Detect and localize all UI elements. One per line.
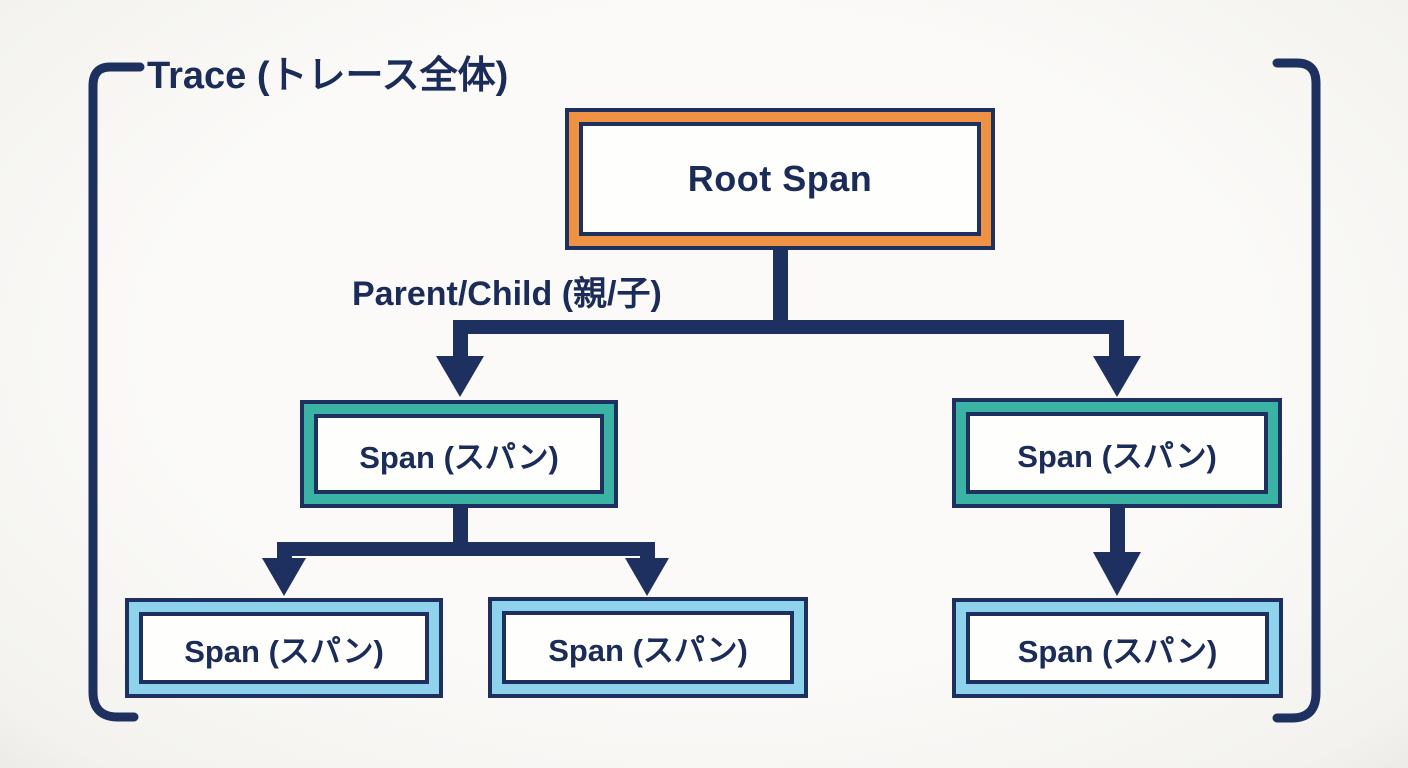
node-span-child-right-label: Span (スパン) [966, 612, 1269, 684]
node-span-right: Span (スパン) [952, 398, 1282, 508]
node-span-right-label: Span (スパン) [966, 412, 1268, 494]
left-drop-line [453, 320, 468, 362]
arrowhead-down-icon [436, 356, 484, 397]
arrowhead-down-icon [262, 558, 306, 596]
diagram-title: Trace (トレース全体) [147, 55, 509, 97]
node-span-child-right: Span (スパン) [952, 598, 1283, 698]
root-stem-line [773, 248, 788, 330]
node-root-span: Root Span [565, 108, 995, 250]
node-span-child-left: Span (スパン) [125, 598, 443, 698]
left-bracket [88, 62, 145, 722]
parent-child-label: Parent/Child (親/子) [352, 275, 662, 313]
arrowhead-down-icon [1093, 356, 1141, 397]
spanright-stem-line [1110, 506, 1125, 558]
arrowhead-down-icon [625, 558, 669, 596]
spanleft-horizontal-line [277, 542, 655, 556]
arrowhead-down-icon [1093, 552, 1141, 596]
node-span-child-left-label: Span (スパン) [139, 612, 429, 684]
spanleft-stem-line [453, 506, 468, 550]
node-span-left-label: Span (スパン) [314, 414, 604, 494]
connector-spanright-to-child [1093, 506, 1141, 596]
root-horizontal-line [453, 320, 1124, 334]
node-span-child-mid-label: Span (スパン) [502, 611, 794, 684]
connector-spanleft-to-children [262, 506, 669, 596]
node-root-span-label: Root Span [579, 122, 981, 236]
node-span-left: Span (スパン) [300, 400, 618, 508]
node-span-child-mid: Span (スパン) [488, 597, 808, 698]
right-bracket [1272, 58, 1321, 723]
connector-root-to-spans [436, 248, 1141, 397]
right-drop-line [1109, 320, 1124, 362]
